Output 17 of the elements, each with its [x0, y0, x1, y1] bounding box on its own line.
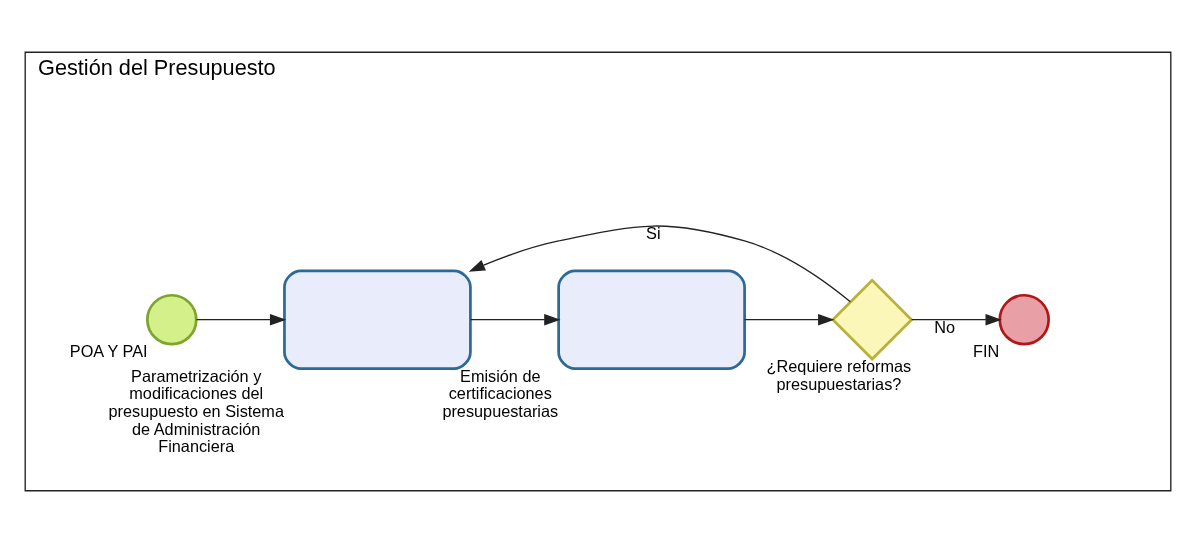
arrow	[195, 313, 287, 325]
arrow	[744, 313, 835, 325]
edge-label: Si	[646, 223, 661, 242]
edge-label: No	[934, 317, 956, 336]
node-box	[283, 268, 472, 370]
node-diamond	[830, 277, 914, 361]
node-label: Emisión de certificaciones presupuestarias	[442, 366, 559, 420]
node-circle	[998, 293, 1050, 345]
arrow	[468, 224, 851, 302]
arrow	[910, 313, 1002, 325]
node-label: POA Y PAI	[69, 341, 148, 360]
arrow	[470, 313, 561, 325]
node-label: FIN	[973, 341, 1000, 360]
node-label: ¿Requiere reformas presupuestarias?	[766, 356, 912, 393]
node-circle	[146, 293, 198, 345]
node-box	[557, 268, 746, 370]
node-label: Parametrización y modificaciones del presupuesto en Sistema de Administración Financiera	[108, 366, 284, 455]
